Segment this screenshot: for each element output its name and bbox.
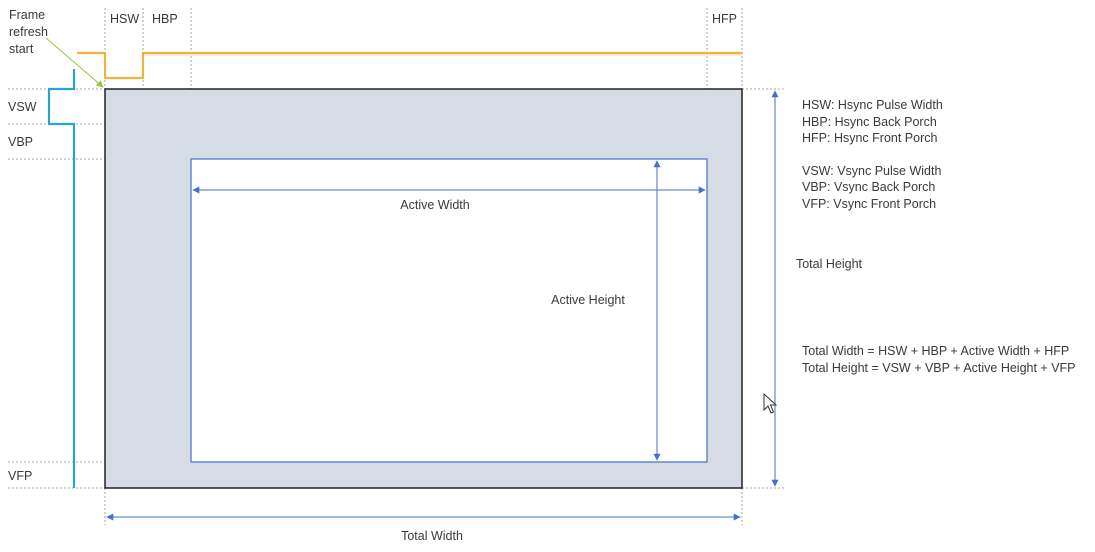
- total-width-label: Total Width: [401, 529, 463, 543]
- label-vsw: VSW: [8, 100, 37, 114]
- active-width-label: Active Width: [400, 198, 470, 212]
- formula-total-width: Total Width = HSW + HBP + Active Width +…: [802, 344, 1069, 358]
- legend-hsw: HSW: Hsync Pulse Width: [802, 98, 943, 112]
- active-area: [190, 158, 708, 463]
- frame-refresh-label-line2: refresh: [9, 25, 48, 39]
- active-height-label: Active Height: [551, 293, 625, 307]
- label-vfp: VFP: [8, 469, 32, 483]
- frame-refresh-arrow: [45, 37, 104, 88]
- label-hbp: HBP: [152, 12, 178, 26]
- total-height-label: Total Height: [796, 257, 863, 271]
- label-hfp: HFP: [712, 12, 737, 26]
- frame-refresh-label-line3: start: [9, 42, 34, 56]
- label-hsw: HSW: [110, 12, 139, 26]
- legend-hbp: HBP: Hsync Back Porch: [802, 115, 937, 129]
- vsync-signal: [47, 69, 76, 488]
- legend-vsw: VSW: Vsync Pulse Width: [802, 164, 941, 178]
- legend: HSW: Hsync Pulse Width HBP: Hsync Back P…: [802, 98, 943, 211]
- legend-vfp: VFP: Vsync Front Porch: [802, 197, 936, 211]
- legend-hfp: HFP: Hsync Front Porch: [802, 131, 937, 145]
- label-vbp: VBP: [8, 135, 33, 149]
- legend-vbp: VBP: Vsync Back Porch: [802, 180, 935, 194]
- mouse-pointer-icon: [763, 392, 778, 414]
- frame-refresh-label-line1: Frame: [9, 8, 45, 22]
- formula-total-height: Total Height = VSW + VBP + Active Height…: [802, 361, 1076, 375]
- hsync-signal: [77, 51, 742, 80]
